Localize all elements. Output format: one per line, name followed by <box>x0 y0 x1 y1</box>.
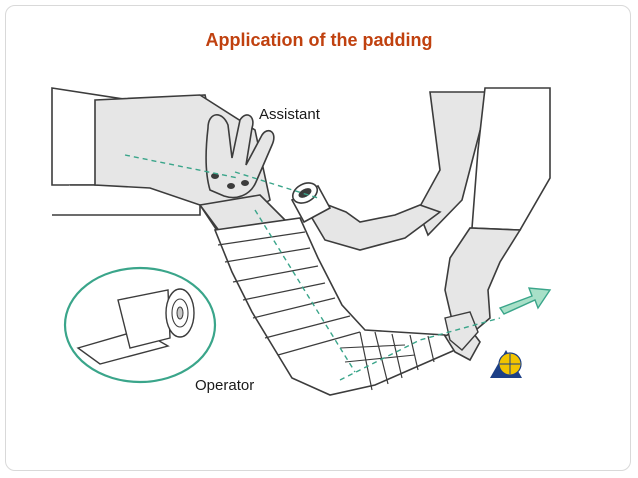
assistant-hand <box>205 114 275 199</box>
assistant-label: Assistant <box>259 106 321 123</box>
bandage-roll-icon <box>76 288 195 365</box>
operator-label: Operator <box>195 377 254 394</box>
guide-lines <box>124 154 501 381</box>
logo-icon <box>490 350 522 378</box>
slide-title: Application of the padding <box>205 30 433 50</box>
slide-frame <box>5 5 631 471</box>
operator-arm <box>417 87 551 237</box>
bandage-inset <box>63 266 217 384</box>
operator-arm-lower <box>444 227 522 351</box>
padded-leg <box>213 217 457 396</box>
bandage-roll-in-hand <box>290 182 332 224</box>
direction-arrow-icon <box>498 287 552 315</box>
operator-hand-upper <box>310 204 442 251</box>
